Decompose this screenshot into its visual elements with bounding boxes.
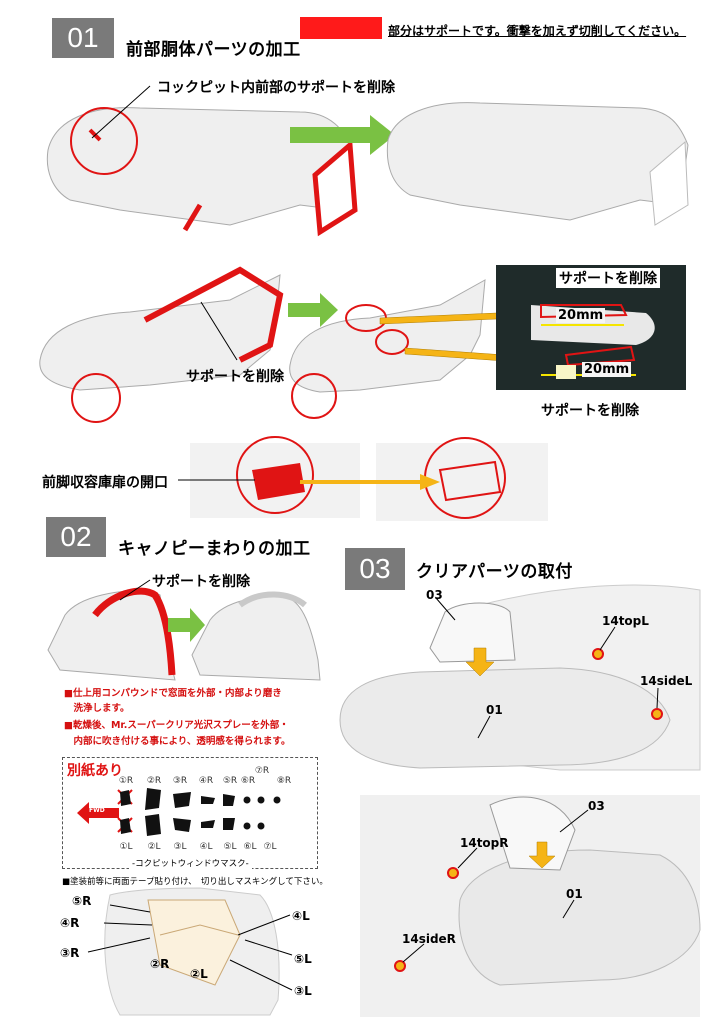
- part-label-01-top: 01: [486, 703, 503, 717]
- part-label-14sider: 14sideR: [402, 932, 456, 946]
- part-label-01-bottom: 01: [566, 887, 583, 901]
- part-label-14topl: 14topL: [602, 614, 649, 628]
- part-label-14sidel: 14sideL: [640, 674, 692, 688]
- part-label-03-bottom: 03: [588, 799, 605, 813]
- part-label-14topr: 14topR: [460, 836, 509, 850]
- part-label-03-top: 03: [426, 588, 443, 602]
